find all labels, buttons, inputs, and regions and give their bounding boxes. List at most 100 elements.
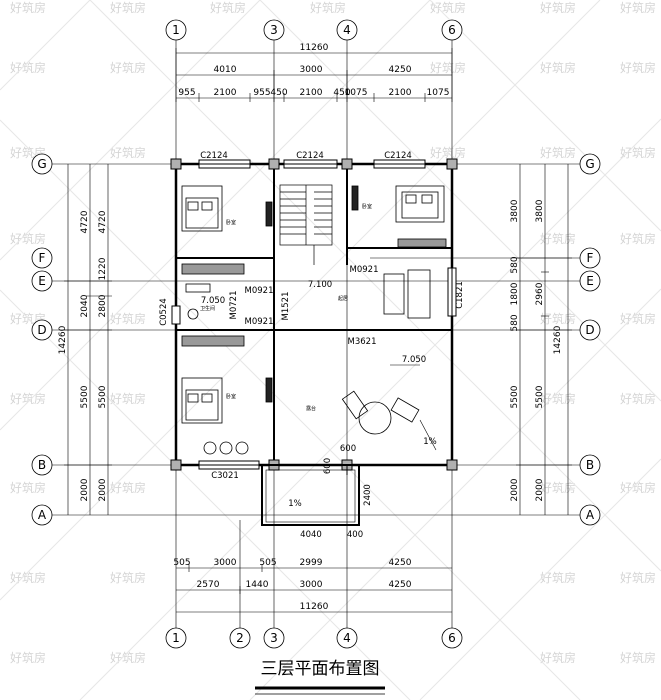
watermark-text: 好筑房 — [110, 145, 146, 160]
dimension-value: 2960 — [535, 282, 545, 305]
grid-bubble: G — [579, 153, 601, 175]
slope-label: 1% — [423, 437, 437, 447]
room-label: 卫生间 — [200, 305, 215, 312]
dimension-value: 4250 — [389, 558, 412, 568]
dimension-label: 4040 — [300, 530, 322, 540]
dimension-value: 5500 — [510, 385, 520, 408]
dimension-label: 400 — [347, 530, 363, 540]
watermark-text: 好筑房 — [540, 231, 576, 246]
grid-bubble: G — [31, 153, 53, 175]
grid-bubble: 1 — [165, 627, 187, 649]
watermark-text: 好筑房 — [540, 60, 576, 75]
grid-bubble: F — [31, 247, 53, 269]
dimension-value: 450 — [333, 88, 350, 98]
dimension-value: 3800 — [510, 199, 520, 222]
dimension-value: 580 — [510, 314, 520, 331]
dimension-value: 3800 — [535, 199, 545, 222]
drawing-title: 三层平面布置图 — [261, 659, 380, 679]
watermark-text: 好筑房 — [620, 650, 656, 665]
watermark-text: 好筑房 — [430, 60, 466, 75]
window-label: C1821 — [455, 281, 465, 309]
grid-bubble: E — [31, 270, 53, 292]
room-labels: 卧室 卧室 卧室 卫生间 起居 露台 — [200, 203, 372, 412]
dimension-value: 2000 — [535, 478, 545, 501]
dimension-label: 2400 — [363, 484, 373, 506]
watermark-text: 好筑房 — [110, 391, 146, 406]
window-label: C2124 — [296, 151, 324, 161]
watermark-text: 好筑房 — [540, 650, 576, 665]
dimension-value: 2800 — [98, 294, 108, 317]
room-label: 卧室 — [226, 393, 236, 400]
watermark-text: 好筑房 — [540, 570, 576, 585]
watermark-text: 好筑房 — [110, 570, 146, 585]
dimension-value: 4010 — [214, 65, 237, 75]
watermark-text: 好筑房 — [540, 145, 576, 160]
dimension-value: 5500 — [535, 385, 545, 408]
watermark-text: 好筑房 — [10, 650, 46, 665]
grid-bubble-label: F — [587, 251, 594, 265]
grid-bubble: 6 — [441, 627, 463, 649]
watermark-text: 好筑房 — [110, 480, 146, 495]
dimension-value: 11260 — [300, 602, 329, 612]
dimension-value: 2999 — [300, 558, 323, 568]
dimension-value: 580 — [510, 256, 520, 273]
grid-bubble: 2 — [229, 627, 251, 649]
dimension-value: 2100 — [389, 88, 412, 98]
window-label: C0524 — [159, 298, 169, 326]
watermark-text: 好筑房 — [10, 480, 46, 495]
grid-bubble-label: G — [585, 157, 594, 171]
dimension-value: 955 — [178, 88, 195, 98]
watermark-text: 好筑房 — [540, 0, 576, 15]
grid-bubble-label: 6 — [448, 23, 456, 37]
dimension-value: 5500 — [98, 385, 108, 408]
dimension-value: 2100 — [300, 88, 323, 98]
grid-bubble-label: 4 — [343, 631, 351, 645]
grid-bubble-label: D — [37, 323, 46, 337]
dimension-value: 4250 — [389, 580, 412, 590]
watermark-text: 好筑房 — [540, 480, 576, 495]
dimension-value: 3000 — [300, 580, 323, 590]
elevation-label: 7.050 — [201, 296, 225, 306]
dimension-value: 1075 — [427, 88, 450, 98]
grid-bubble: 6 — [441, 19, 463, 41]
dimension-value: 505 — [173, 558, 190, 568]
watermark-text: 好筑房 — [210, 0, 246, 15]
watermark-text: 好筑房 — [430, 0, 466, 15]
watermark-text: 好筑房 — [110, 60, 146, 75]
grid-bubble-label: 2 — [236, 631, 244, 645]
dimension-lines — [64, 48, 572, 613]
grid-bubble: A — [579, 504, 601, 526]
dimension-value: 450 — [270, 88, 287, 98]
grid-bubble: B — [579, 454, 601, 476]
grid-bubble: 3 — [263, 19, 285, 41]
drawing-labels: C2124 C2124 C2124 C3021 C0524 C1821 M092… — [159, 151, 465, 540]
grid-bubble-label: E — [586, 274, 594, 288]
dimension-value: 3000 — [300, 65, 323, 75]
dimension-value: 505 — [259, 558, 276, 568]
watermark-text: 好筑房 — [540, 311, 576, 326]
watermark-text: 好筑房 — [10, 0, 46, 15]
watermark-text: 好筑房 — [10, 231, 46, 246]
terrace — [261, 364, 437, 526]
room-label: 露台 — [306, 405, 316, 412]
grid-bubble-label: 1 — [172, 23, 180, 37]
watermark-text: 好筑房 — [620, 60, 656, 75]
dimension-value: 4720 — [98, 210, 108, 233]
door-label: M1521 — [281, 292, 291, 321]
grid-bubble: E — [579, 270, 601, 292]
door-label: M3621 — [348, 337, 377, 347]
door-label: M0921 — [350, 265, 379, 275]
door-label: M0721 — [229, 291, 239, 320]
grid-bubble-label: A — [38, 508, 47, 522]
watermark-text: 好筑房 — [620, 570, 656, 585]
grid-bubble-label: B — [38, 458, 46, 472]
watermark-text: 好筑房 — [620, 311, 656, 326]
room-label: 卧室 — [362, 203, 372, 210]
grid-bubble: B — [31, 454, 53, 476]
dimension-value: 955 — [253, 88, 270, 98]
window-label: C3021 — [211, 471, 239, 481]
grid-bubble-label: 3 — [270, 631, 278, 645]
grid-bubble-label: 4 — [343, 23, 351, 37]
